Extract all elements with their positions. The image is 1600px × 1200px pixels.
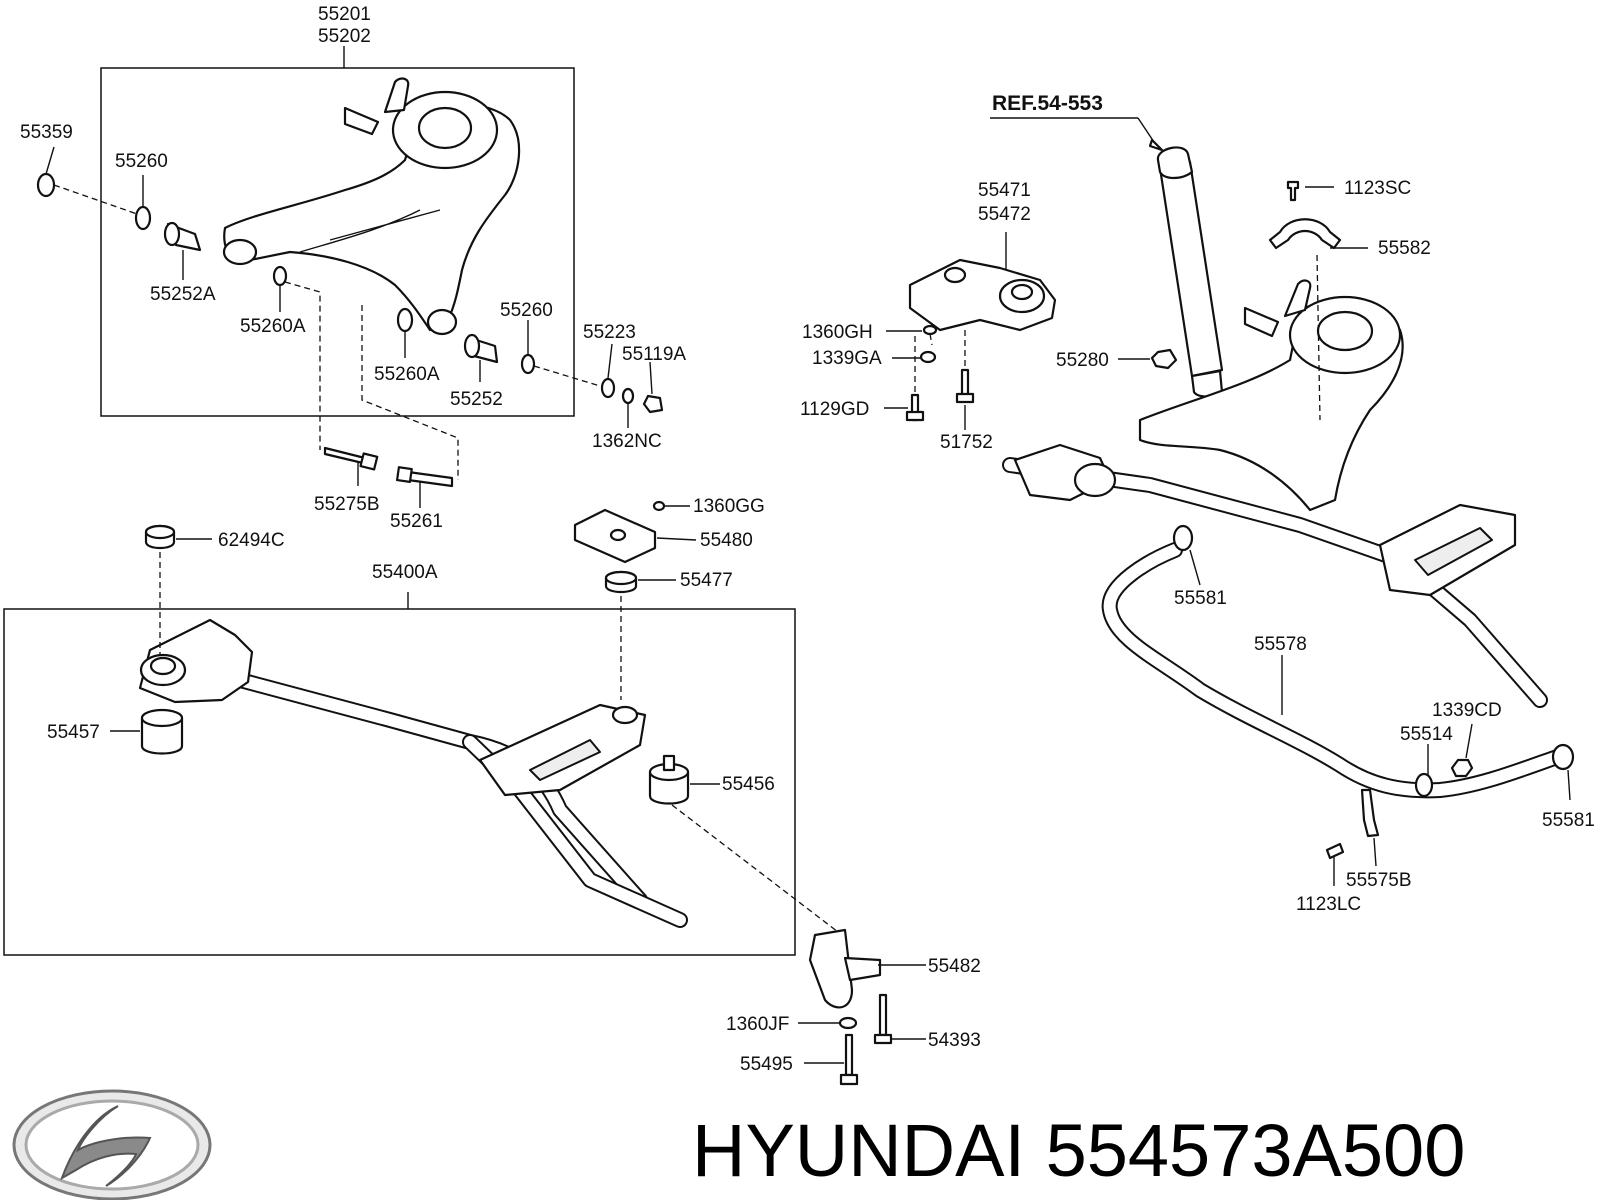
label-55400A: 55400A bbox=[372, 562, 438, 583]
washer-55260-top bbox=[134, 205, 152, 231]
label-1123LC: 1123LC bbox=[1296, 894, 1361, 915]
label-1339CD: 1339CD bbox=[1432, 700, 1502, 721]
mount-bracket-group bbox=[884, 232, 1057, 430]
label-55581-upper: 55581 bbox=[1174, 588, 1227, 609]
label-1360GH: 1360GH bbox=[802, 322, 873, 343]
part-labels: 55201 55202 55359 55260 55252A 55260A 55… bbox=[20, 4, 1595, 1075]
label-55472: 55472 bbox=[978, 204, 1031, 225]
washer-1362NC bbox=[621, 387, 635, 405]
clamp-55582 bbox=[1268, 218, 1342, 250]
label-55482: 55482 bbox=[928, 956, 981, 977]
label-55582: 55582 bbox=[1378, 238, 1431, 259]
label-55260-right: 55260 bbox=[500, 300, 553, 321]
bushing-55581-upper bbox=[1172, 524, 1194, 552]
label-54393: 54393 bbox=[928, 1030, 981, 1051]
label-55261: 55261 bbox=[390, 511, 443, 532]
bracket-55482 bbox=[808, 928, 854, 1009]
label-55280: 55280 bbox=[1056, 350, 1109, 371]
label-55514: 55514 bbox=[1400, 724, 1453, 745]
crossmember-group bbox=[3, 500, 926, 1086]
label-55201: 55201 bbox=[318, 4, 371, 25]
control-arm-group bbox=[36, 46, 664, 508]
bolt-55495 bbox=[844, 1033, 854, 1077]
label-55477: 55477 bbox=[680, 570, 733, 591]
nut-1360GH bbox=[922, 324, 938, 336]
assembled-crossbeam bbox=[1002, 457, 1548, 708]
washer-55260-right bbox=[520, 353, 536, 375]
label-1123SC: 1123SC bbox=[1344, 178, 1411, 199]
label-1339GA: 1339GA bbox=[812, 348, 882, 369]
washer-55260A-left bbox=[272, 265, 288, 287]
label-55252: 55252 bbox=[450, 389, 503, 410]
label-55260-top: 55260 bbox=[115, 151, 168, 172]
label-1362NC: 1362NC bbox=[592, 431, 662, 452]
label-1360JF: 1360JF bbox=[726, 1014, 789, 1035]
washer-55223 bbox=[600, 377, 616, 399]
washer-1360JF bbox=[838, 1016, 858, 1030]
shock-absorber-group bbox=[990, 117, 1224, 398]
bolt-1123LC bbox=[1325, 842, 1345, 860]
label-1360GG: 1360GG bbox=[693, 496, 765, 517]
nut-55280 bbox=[1150, 348, 1178, 370]
label-55480: 55480 bbox=[700, 530, 753, 551]
label-55202: 55202 bbox=[318, 26, 371, 47]
label-51752: 51752 bbox=[940, 432, 993, 453]
nut-55119A bbox=[642, 394, 664, 414]
bolt-55261 bbox=[406, 470, 454, 488]
washer-55260A-mid bbox=[396, 307, 414, 333]
assembled-subframe-group bbox=[1002, 180, 1575, 886]
bolt-54393 bbox=[878, 993, 888, 1037]
bolt-1123SC bbox=[1286, 180, 1300, 202]
label-55260A-left: 55260A bbox=[240, 316, 306, 337]
label-55456: 55456 bbox=[722, 774, 775, 795]
label-55252A: 55252A bbox=[150, 284, 216, 305]
label-55359: 55359 bbox=[20, 122, 73, 143]
bushing-55581-right bbox=[1551, 743, 1575, 771]
label-55119A: 55119A bbox=[622, 344, 686, 365]
bracket-55575B bbox=[1360, 788, 1380, 838]
label-55223: 55223 bbox=[583, 322, 636, 343]
label-55575B: 55575B bbox=[1346, 870, 1412, 891]
label-ref-54-553: REF.54-553 bbox=[992, 92, 1103, 115]
label-55260A-mid: 55260A bbox=[374, 364, 440, 385]
nut-1360GG bbox=[652, 500, 666, 512]
label-55581-right: 55581 bbox=[1542, 810, 1595, 831]
hyundai-logo bbox=[12, 1089, 212, 1200]
label-1129GD: 1129GD bbox=[800, 399, 869, 420]
washer-1339GA bbox=[919, 350, 937, 364]
right-mount-plate bbox=[478, 703, 647, 797]
label-55275B: 55275B bbox=[314, 494, 380, 515]
hyundai-h-glyph bbox=[60, 1105, 152, 1187]
label-55578: 55578 bbox=[1254, 634, 1307, 655]
label-62494C: 62494C bbox=[218, 530, 285, 551]
nut-55359 bbox=[36, 172, 56, 198]
label-55457: 55457 bbox=[47, 722, 100, 743]
nut-1339CD bbox=[1450, 758, 1474, 778]
link-55514 bbox=[1414, 772, 1434, 798]
control-arm-frame bbox=[100, 67, 575, 417]
crossmember-frame bbox=[3, 608, 796, 956]
part-number-title: HYUNDAI 554573A500 bbox=[692, 1109, 1465, 1192]
shock-absorber bbox=[1158, 160, 1224, 378]
label-55471: 55471 bbox=[978, 180, 1031, 201]
label-55495: 55495 bbox=[740, 1054, 793, 1075]
